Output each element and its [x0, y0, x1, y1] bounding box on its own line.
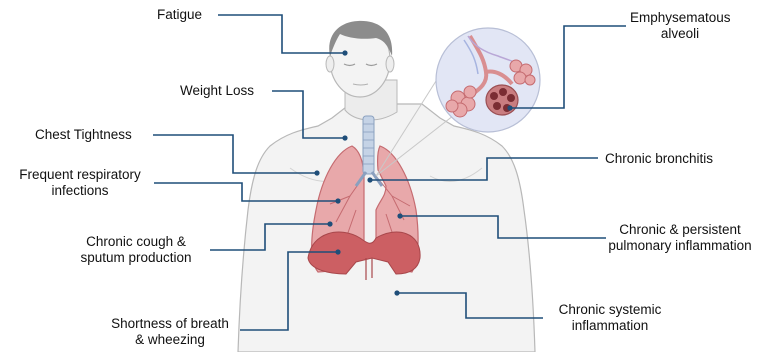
label-weight-loss: Weight Loss — [180, 83, 254, 99]
label-line: & wheezing — [100, 332, 240, 348]
fatigue-connector — [218, 15, 345, 53]
label-line: inflammation — [546, 318, 674, 334]
label-fatigue: Fatigue — [157, 7, 202, 23]
label-chronic-cough: Chronic cough & sputum production — [70, 234, 202, 266]
label-chronic-bronchitis: Chronic bronchitis — [605, 151, 713, 167]
label-line: Chronic cough & — [70, 234, 202, 250]
label-shortness-of-breath: Shortness of breath & wheezing — [100, 316, 240, 348]
label-line: sputum production — [70, 250, 202, 266]
label-frequent-respiratory-infections: Frequent respiratory infections — [10, 167, 150, 199]
label-line: pulmonary inflammation — [605, 238, 755, 254]
label-chest-tightness: Chest Tightness — [35, 127, 132, 143]
label-systemic-inflammation: Chronic systemic inflammation — [546, 302, 674, 334]
label-line: infections — [10, 183, 150, 199]
label-emphysematous-alveoli: Emphysematous alveoli — [630, 10, 730, 42]
label-line: Chronic & persistent — [605, 222, 755, 238]
label-line: Shortness of breath — [100, 316, 240, 332]
label-line: Frequent respiratory — [10, 167, 150, 183]
label-line: Chronic systemic — [546, 302, 674, 318]
trachea — [363, 116, 374, 174]
emphysematous-alveoli-cluster — [486, 85, 518, 115]
label-line: Emphysematous — [630, 10, 730, 26]
label-line: alveoli — [630, 26, 730, 42]
label-pulmonary-inflammation: Chronic & persistent pulmonary inflammat… — [605, 222, 755, 254]
